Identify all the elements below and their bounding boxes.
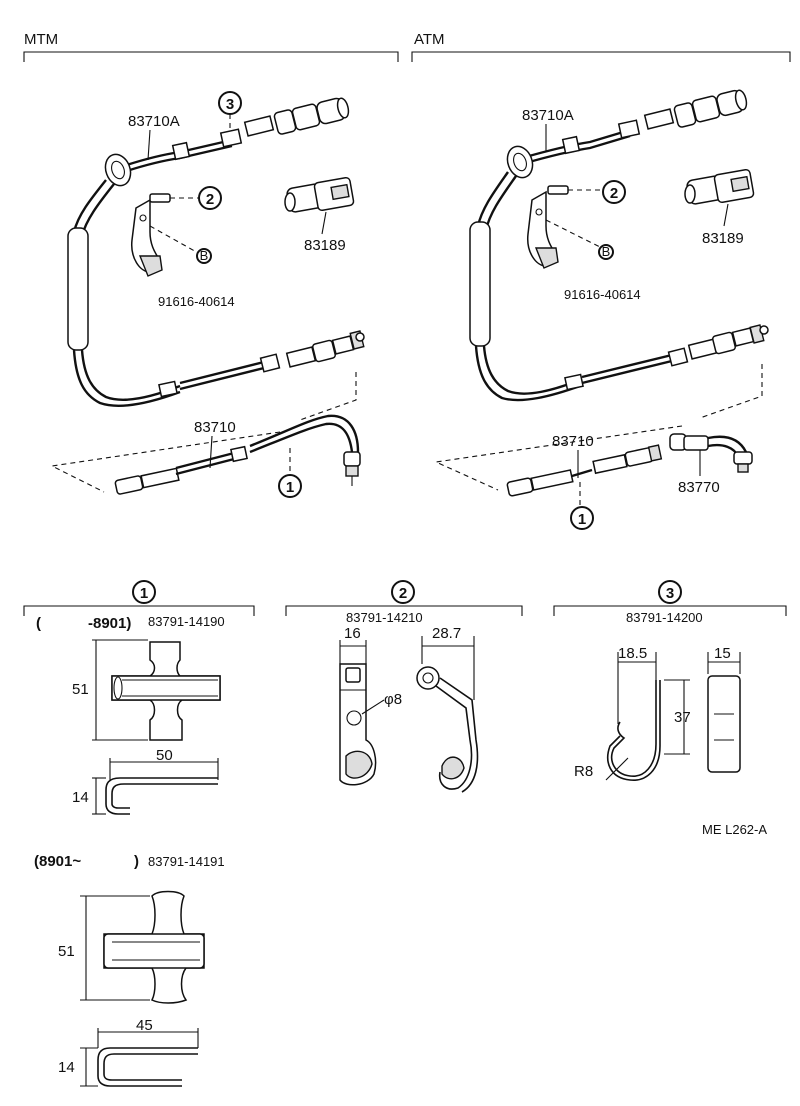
clamp3-radius-dim: R8 — [574, 763, 593, 780]
svg-text:B: B — [602, 244, 611, 259]
atm-cable-sub-label: 83770 — [678, 479, 720, 496]
mtm-grommet — [104, 153, 132, 187]
clamp1b-width-dim: 45 — [136, 1017, 153, 1034]
mtm-lower-cable — [114, 414, 361, 495]
reference-code: ME L262-A — [702, 822, 767, 837]
svg-text:(8901~: (8901~ — [34, 853, 81, 870]
svg-text:B: B — [200, 248, 209, 263]
atm-section-header: ATM — [411, 31, 791, 62]
mtm-callout-bolt: B — [196, 248, 212, 264]
mtm-cable-lower-label: 83710 — [194, 419, 236, 436]
mtm-cable-upper-label: 83710A — [128, 113, 180, 130]
svg-text:-8901): -8901) — [88, 615, 131, 632]
svg-text:3: 3 — [226, 96, 234, 113]
atm-assembly: 83710A 2 B 91616-40614 83189 — [434, 89, 769, 530]
svg-text:2: 2 — [399, 585, 407, 602]
mtm-bracket — [131, 193, 171, 277]
mtm-section-header: MTM — [23, 31, 399, 62]
mtm-callout-clamp3: 3 — [218, 91, 242, 130]
svg-text:(: ( — [36, 615, 41, 632]
clamp3-part-number: 83791-14200 — [626, 610, 703, 625]
atm-sub-cable — [669, 433, 753, 473]
clamp2-reach-dim: 28.7 — [432, 625, 461, 642]
svg-text:1: 1 — [140, 585, 148, 602]
atm-grommet — [506, 145, 534, 179]
clamp1-detail: ( -8901) 83791-14190 51 50 14 — [36, 614, 225, 815]
clamp1b-height-dim: 51 — [58, 943, 75, 960]
clamp1b-depth-dim: 14 — [58, 1059, 75, 1076]
clamp2-detail: 83791-14210 16 φ8 28.7 — [339, 610, 479, 793]
clamp3-gap-dim: 18.5 — [618, 645, 647, 662]
svg-text:2: 2 — [206, 191, 214, 208]
atm-label: ATM — [414, 31, 445, 48]
atm-cable-lower-label: 83710 — [552, 433, 594, 450]
atm-speed-sensor — [684, 168, 755, 205]
mtm-sensor-label: 83189 — [304, 237, 346, 254]
atm-sensor-label: 83189 — [702, 230, 744, 247]
mtm-speed-sensor — [284, 176, 355, 213]
svg-text:1: 1 — [578, 511, 586, 528]
mtm-speedo-driven-gear — [243, 97, 350, 137]
mtm-assembly: 3 83710A 2 B 91616-40614 — [50, 91, 365, 498]
clamp2-hole-dim: φ8 — [384, 691, 402, 708]
mtm-callout-clamp1: 1 — [278, 448, 302, 498]
clamp3-width-dim: 15 — [714, 645, 731, 662]
atm-lower-cable — [506, 444, 663, 497]
clamp1-height-dim: 51 — [72, 681, 89, 698]
svg-text:3: 3 — [666, 585, 674, 602]
atm-bolt-label: 91616-40614 — [564, 287, 641, 302]
clamp2-part-number: 83791-14210 — [346, 610, 423, 625]
clamp3-detail: 83791-14200 18.5 R8 37 15 — [574, 610, 741, 781]
atm-callout-clamp2: 2 — [568, 180, 626, 204]
atm-lower-fitting — [687, 324, 769, 360]
clamp1-part-number: 83791-14190 — [148, 614, 225, 629]
atm-cable-upper-label: 83710A — [522, 107, 574, 124]
detail-clamp2-header: 2 — [285, 580, 523, 616]
svg-text:1: 1 — [286, 479, 294, 496]
mtm-callout-clamp2: 2 — [170, 186, 222, 210]
svg-text:2: 2 — [610, 185, 618, 202]
mtm-lower-fitting — [285, 330, 365, 368]
clamp1-width-dim: 50 — [156, 747, 173, 764]
clamp1b-part-number: 83791-14191 — [148, 854, 225, 869]
detail-clamp3-header: 3 — [553, 580, 787, 616]
svg-text:): ) — [134, 853, 139, 870]
atm-callout-bolt: B — [598, 244, 614, 260]
clamp2-width-dim: 16 — [344, 625, 361, 642]
atm-callout-clamp1: 1 — [570, 482, 594, 530]
mtm-bolt-label: 91616-40614 — [158, 294, 235, 309]
clamp1-depth-dim: 14 — [72, 789, 89, 806]
atm-bracket — [527, 185, 569, 269]
mtm-label: MTM — [24, 31, 58, 48]
detail-clamp1-header: 1 — [23, 580, 255, 616]
clamp3-height-dim: 37 — [674, 709, 691, 726]
clamp1b-detail: (8901~ ) 83791-14191 51 45 14 — [34, 853, 225, 1087]
atm-speedo-driven-gear — [643, 89, 748, 130]
